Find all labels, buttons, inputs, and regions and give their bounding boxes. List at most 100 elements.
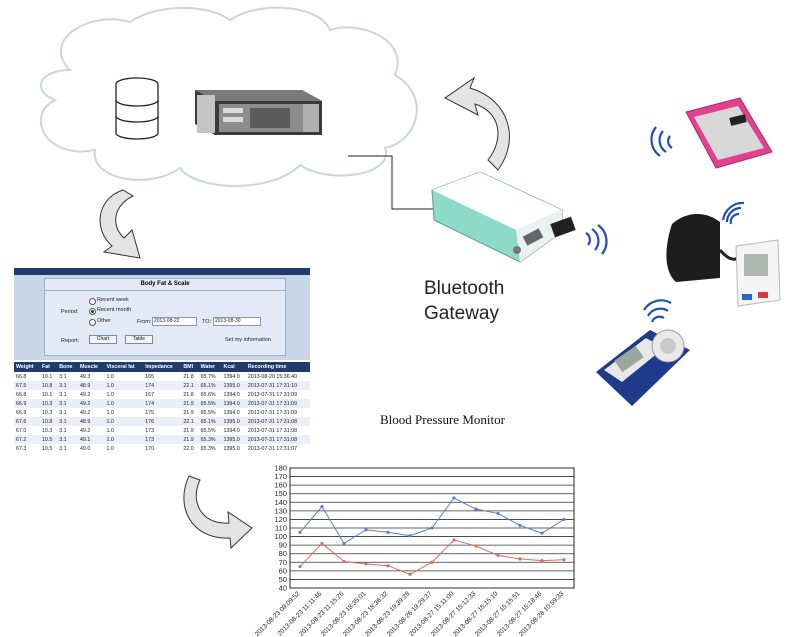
- set-info-link[interactable]: Set my information: [225, 337, 271, 343]
- table-cell: 3.1: [57, 381, 78, 390]
- table-cell: 21.8: [183, 391, 194, 398]
- y-tick-label: 70: [279, 558, 287, 567]
- column-header: Kcal: [221, 362, 246, 372]
- column-header: Bone: [57, 362, 78, 372]
- table-cell: 10.8: [39, 417, 58, 426]
- table-cell: 67.3: [16, 445, 27, 452]
- data-point: [540, 531, 544, 535]
- table-button[interactable]: Table: [125, 335, 153, 344]
- y-tick-label: 180: [274, 464, 287, 473]
- table-cell: 21.8: [183, 373, 194, 380]
- table-cell: 22.1: [181, 417, 199, 426]
- table-cell: 2013-07-31 17:31:09: [247, 409, 298, 416]
- table-cell: 1394.0: [223, 373, 240, 380]
- table-cell: 49.1: [77, 435, 105, 444]
- period-label: Period:: [61, 309, 79, 315]
- gateway-device: [431, 171, 576, 263]
- table-cell: 49.3: [79, 373, 91, 380]
- table-cell: 1.0: [106, 391, 114, 398]
- table-cell: 173: [145, 427, 155, 434]
- table-cell: 2013-07-31 17:31:10: [245, 381, 310, 390]
- data-point: [474, 544, 478, 548]
- column-header: Fat: [39, 362, 58, 372]
- chart-button[interactable]: Chart: [89, 335, 117, 344]
- data-point: [452, 538, 456, 542]
- table-cell: 1.0: [104, 435, 144, 444]
- gateway-label: Bluetooth Gateway: [424, 276, 524, 326]
- radio-recent-month[interactable]: [89, 308, 96, 315]
- table-cell: 2013-07-31 17:31:07: [247, 445, 298, 452]
- data-point: [320, 504, 324, 509]
- from-date-input[interactable]: 2013-08-22: [152, 317, 197, 326]
- table-cell: 1.0: [106, 373, 114, 380]
- y-tick-label: 140: [274, 498, 287, 507]
- table-cell: 65.7%: [200, 373, 216, 380]
- column-header: Weight: [14, 362, 40, 372]
- table-cell: 1.0: [106, 427, 114, 434]
- table-cell: 174: [143, 381, 182, 390]
- data-point: [408, 534, 412, 538]
- body-scale-device: [685, 97, 773, 169]
- blood-pressure-device: [666, 213, 781, 307]
- table-cell: 3.1: [57, 435, 78, 444]
- data-point: [342, 559, 346, 564]
- radio-other[interactable]: [89, 319, 96, 326]
- table-cell: 21.9: [183, 427, 194, 434]
- y-tick-label: 170: [274, 472, 287, 481]
- table-cell: 1395.0: [221, 435, 246, 444]
- column-header: Visceral fat: [104, 362, 144, 372]
- radio-recent-week[interactable]: [89, 298, 96, 305]
- data-point: [430, 560, 434, 564]
- signal-icon: [585, 224, 608, 255]
- data-point: [342, 541, 346, 546]
- table-cell: 65.3%: [200, 445, 216, 452]
- gateway-label-line1: Bluetooth: [424, 278, 505, 299]
- table-cell: 10.3: [39, 399, 58, 408]
- table-cell: 1394.0: [223, 427, 240, 434]
- network-link: [348, 155, 434, 210]
- to-date-input[interactable]: 2013-08-30: [213, 317, 261, 326]
- table-cell: 3.1: [57, 399, 78, 408]
- table-cell: 176: [143, 417, 182, 426]
- data-point: [540, 558, 544, 563]
- data-point: [364, 562, 368, 566]
- y-tick-label: 90: [279, 541, 287, 550]
- table-cell: 1394.0: [223, 391, 240, 398]
- table-cell: 22.1: [181, 381, 199, 390]
- table-cell: 10.3: [41, 427, 53, 434]
- table-cell: 67.0: [16, 427, 27, 434]
- y-tick-label: 130: [274, 506, 287, 515]
- table-cell: 21.9: [183, 409, 194, 416]
- column-header: Recording time: [245, 362, 310, 372]
- data-point: [474, 507, 478, 511]
- data-point: [518, 523, 522, 528]
- table-cell: 1394.0: [221, 399, 246, 408]
- table-cell: 10.3: [41, 409, 53, 416]
- table-cell: 165: [145, 373, 155, 380]
- column-header: BMI: [181, 362, 199, 372]
- table-cell: 66.9: [16, 409, 27, 416]
- table-cell: 1.0: [104, 417, 144, 426]
- body-fat-app: Body Fat & Scale Period: Recent week Rec…: [14, 268, 310, 464]
- table-cell: 66.9: [14, 399, 40, 408]
- table-cell: 1.0: [104, 381, 144, 390]
- table-cell: 49.0: [79, 445, 91, 452]
- filter-form: Body Fat & Scale Period: Recent week Rec…: [44, 278, 286, 356]
- app-filter-panel: Body Fat & Scale Period: Recent week Rec…: [14, 275, 310, 360]
- table-cell: 2013-07-31 17:31:09: [245, 399, 310, 408]
- table-cell: 3.1: [57, 417, 78, 426]
- data-point: [298, 530, 302, 534]
- table-cell: 65.5%: [200, 427, 216, 434]
- table-cell: 3.1: [59, 373, 67, 380]
- table-cell: 65.1%: [198, 381, 222, 390]
- y-tick-label: 160: [274, 481, 287, 490]
